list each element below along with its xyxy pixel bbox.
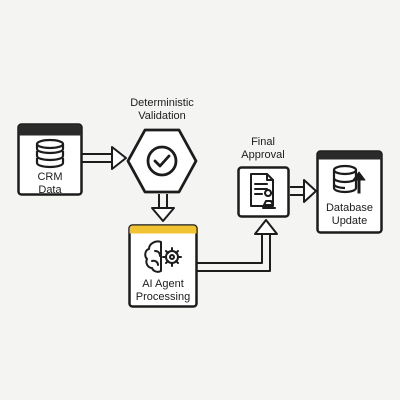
validation-hexagon [126, 128, 198, 194]
database-update-node[interactable]: Database Update [316, 150, 383, 234]
check-circle-icon [146, 145, 178, 177]
crm-data-node[interactable]: CRM Data [17, 123, 83, 196]
final-approval-node[interactable] [237, 166, 290, 218]
ai-agent-processing-node[interactable]: AI Agent Processing [128, 224, 198, 308]
crm-data-card [17, 123, 83, 196]
database-icon [35, 138, 65, 169]
brain-gear-icon [144, 240, 182, 273]
deterministic-validation-label: Deterministic Validation [130, 97, 194, 122]
arrow-approval-to-database [290, 179, 317, 203]
database-update-label: Database Update [325, 202, 374, 227]
ai-agent-card [128, 224, 198, 308]
final-approval-label: Final Approval [241, 136, 285, 161]
deterministic-validation-node[interactable] [126, 128, 198, 194]
document-stamp-icon [250, 173, 276, 209]
approval-card [237, 166, 290, 218]
arrow-validation-to-ai [151, 194, 175, 222]
database-update-card [316, 150, 383, 234]
ai-agent-processing-label: AI Agent Processing [135, 278, 191, 303]
database-upload-icon [332, 164, 366, 194]
arrow-crm-to-validation [82, 146, 127, 170]
arrow-ai-to-approval [197, 219, 278, 272]
crm-data-label: CRM Data [37, 171, 63, 196]
